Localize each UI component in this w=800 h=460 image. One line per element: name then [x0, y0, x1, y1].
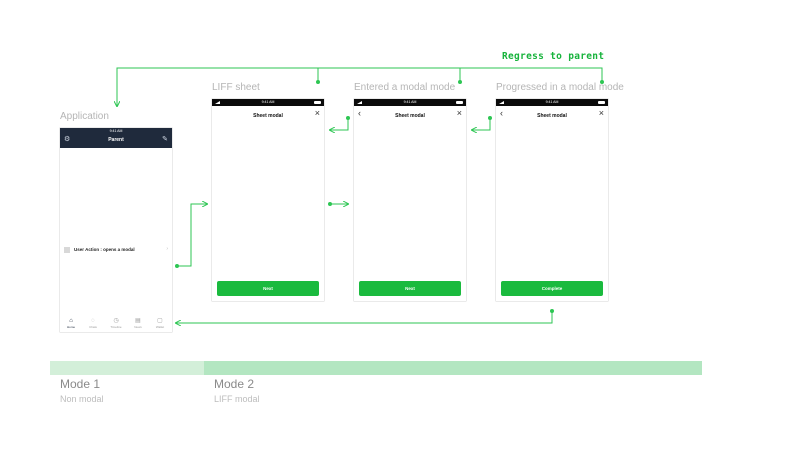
app-title: Parent — [108, 137, 124, 143]
dot-regress-entered — [458, 80, 462, 84]
next-button[interactable]: Next — [217, 281, 319, 296]
tab-chats[interactable]: ◌ Chats — [84, 318, 102, 329]
clock-icon: ◷ — [113, 318, 119, 324]
mode2-bar — [204, 361, 702, 375]
mode1-bar — [50, 361, 204, 375]
mode2-subtitle: LIFF modal — [214, 394, 260, 404]
dot-app-action — [175, 264, 179, 268]
tab-label: Chats — [89, 325, 97, 329]
tab-home[interactable]: ⌂ Home — [62, 318, 80, 329]
dot-entered-back — [346, 116, 350, 120]
tab-timeline[interactable]: ◷ Timeline — [107, 318, 125, 329]
close-icon[interactable]: × — [598, 108, 604, 118]
status-time: 9:41 AM — [403, 100, 417, 104]
wallet-icon: ▢ — [157, 318, 163, 324]
application-label: Application — [60, 111, 109, 122]
tab-wallet[interactable]: ▢ Wallet — [151, 318, 169, 329]
progressed-modal-label: Progressed in a modal mode — [496, 82, 624, 93]
battery-icon — [598, 101, 605, 104]
liff-sheet-phone: 9:41 AM Sheet modal × Next — [212, 99, 324, 301]
app-status-time: 9:41 AM — [109, 129, 123, 133]
complete-button[interactable]: Complete — [501, 281, 603, 296]
signal-icon — [499, 101, 504, 104]
dot-regress-sheet — [316, 80, 320, 84]
back-icon[interactable]: ‹ — [500, 108, 503, 118]
close-icon[interactable]: × — [456, 108, 462, 118]
signal-icon — [357, 101, 362, 104]
arrow-app-to-sheet — [177, 204, 207, 267]
user-action-row[interactable]: User Action : opens a modal › — [64, 246, 168, 256]
dot-complete — [550, 309, 554, 313]
status-bar: 9:41 AM — [496, 99, 608, 106]
tab-news[interactable]: ▤ News — [129, 318, 147, 329]
tab-label: Timeline — [110, 325, 122, 329]
edit-icon[interactable]: ✎ — [162, 136, 168, 143]
battery-icon — [456, 101, 463, 104]
regress-label: Regress to parent — [502, 51, 605, 62]
dot-regress-start — [600, 80, 604, 84]
mode2-title: Mode 2 — [214, 377, 255, 391]
back-icon[interactable]: ‹ — [358, 108, 361, 118]
close-icon[interactable]: × — [314, 108, 320, 118]
chevron-right-icon: › — [166, 246, 168, 252]
arrow-complete-to-app — [176, 311, 553, 323]
dot-sheet-next — [328, 202, 332, 206]
tab-label: News — [134, 325, 142, 329]
news-icon: ▤ — [135, 318, 141, 324]
arrow-progressed-back — [472, 118, 491, 130]
app-header: 9:41 AM ⚙ Parent ✎ — [60, 128, 172, 148]
mode1-subtitle: Non modal — [60, 394, 104, 404]
battery-icon — [314, 101, 321, 104]
row-thumbnail — [64, 247, 70, 253]
progressed-modal-phone: 9:41 AM ‹ Sheet modal × Complete — [496, 99, 608, 301]
next-button[interactable]: Next — [359, 281, 461, 296]
gear-icon[interactable]: ⚙ — [64, 136, 71, 143]
sheet-title: Sheet modal — [395, 113, 425, 119]
arrow-entered-back — [330, 118, 349, 130]
status-bar: 9:41 AM — [354, 99, 466, 106]
home-icon: ⌂ — [69, 318, 73, 324]
sheet-title: Sheet modal — [253, 113, 283, 119]
application-phone: 9:41 AM ⚙ Parent ✎ User Action : opens a… — [60, 128, 172, 332]
user-action-label: User Action : opens a modal — [74, 247, 135, 252]
entered-modal-phone: 9:41 AM ‹ Sheet modal × Next — [354, 99, 466, 301]
dot-progressed-back — [488, 116, 492, 120]
liff-sheet-label: LIFF sheet — [212, 82, 260, 93]
tab-label: Wallet — [155, 325, 165, 329]
status-time: 9:41 AM — [261, 100, 275, 104]
entered-modal-label: Entered a modal mode — [354, 82, 456, 93]
sheet-title: Sheet modal — [537, 113, 567, 119]
regress-line — [117, 67, 603, 106]
mode1-title: Mode 1 — [60, 377, 101, 391]
signal-icon — [215, 101, 220, 104]
tab-label: Home — [66, 325, 75, 329]
status-bar: 9:41 AM — [212, 99, 324, 106]
chat-icon: ◌ — [91, 318, 95, 324]
tab-bar: ⌂ Home ◌ Chats ◷ Timeline ▤ News ▢ Walle… — [60, 316, 172, 332]
status-time: 9:41 AM — [545, 100, 559, 104]
